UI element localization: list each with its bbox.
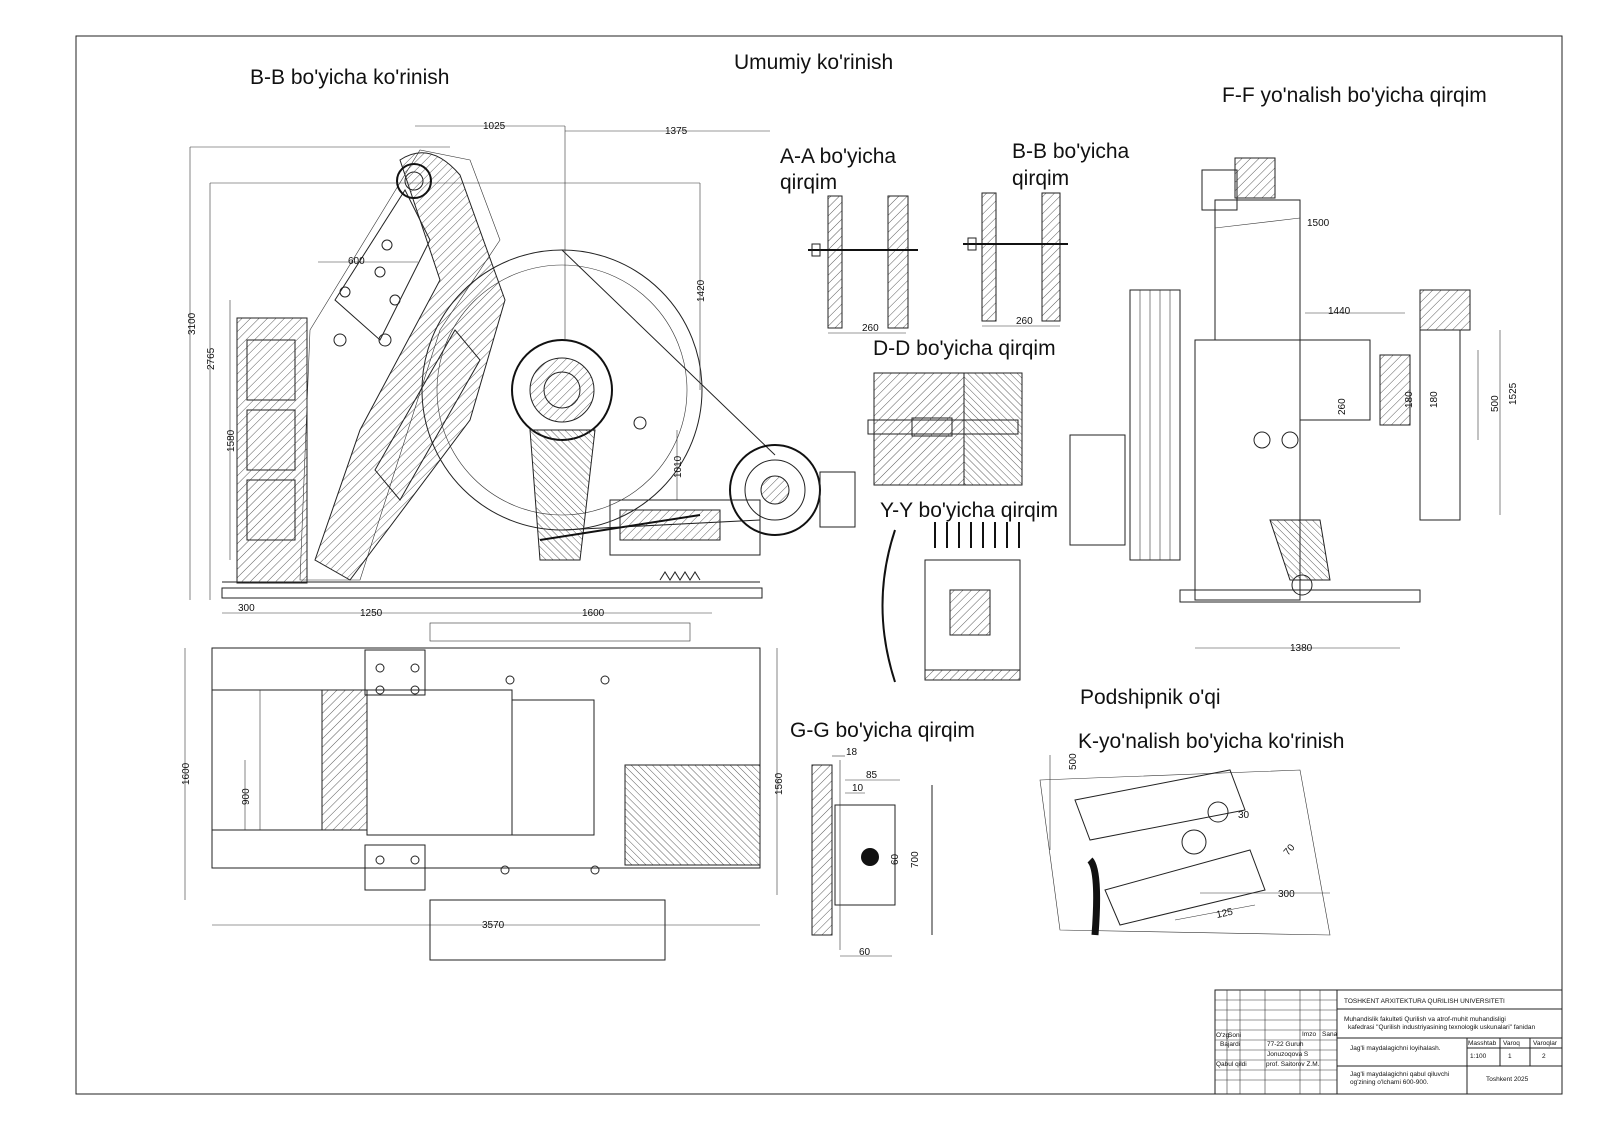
dim-ff-1525: 1525 bbox=[1508, 382, 1519, 405]
tb-project-title: Jag'li maydalagichni loyihalash. bbox=[1350, 1045, 1441, 1052]
tb-scale-label: Masshtab bbox=[1468, 1040, 1497, 1047]
dim-ff-180a: 180 bbox=[1404, 391, 1415, 408]
dim-600: 600 bbox=[348, 256, 365, 267]
tb-col-ozg: O'zg. bbox=[1216, 1032, 1231, 1039]
dim-gg-700: 700 bbox=[910, 851, 921, 868]
title-bb-view: B-B bo'yicha ko'rinish bbox=[250, 66, 449, 89]
dim-1600-v: 1600 bbox=[181, 762, 192, 785]
title-aa-section-line1: A-A bo'yicha bbox=[780, 145, 896, 168]
tb-sheet-value: 1 bbox=[1508, 1053, 1512, 1060]
section-aa: 260 bbox=[808, 195, 918, 334]
dim-gg-10: 10 bbox=[852, 783, 864, 794]
dim-1560: 1560 bbox=[774, 772, 785, 795]
dim-gg-85: 85 bbox=[866, 770, 878, 781]
dim-ff-1500: 1500 bbox=[1307, 218, 1330, 229]
dim-1600-h: 1600 bbox=[582, 608, 605, 619]
title-k-view: K-yo'nalish bo'yicha ko'rinish bbox=[1078, 730, 1345, 753]
dim-1580: 1580 bbox=[226, 429, 237, 452]
dim-3570: 3570 bbox=[482, 920, 505, 931]
dim-gg-18: 18 bbox=[846, 747, 858, 758]
dim-1250: 1250 bbox=[360, 608, 383, 619]
dim-gg-60b: 60 bbox=[859, 947, 871, 958]
dim-ff-500: 500 bbox=[1490, 395, 1501, 412]
dim-ff-1380: 1380 bbox=[1290, 643, 1313, 654]
title-block: TOSHKENT ARXITEKTURA QURILISH UNIVERSITE… bbox=[1214, 989, 1563, 1095]
tb-faculty-line2: kafedrasi "Qurilish industriyasining tex… bbox=[1348, 1024, 1535, 1031]
tb-sheet-label: Varoq bbox=[1503, 1040, 1520, 1047]
title-gg-section: G-G bo'yicha qirqim bbox=[790, 719, 975, 742]
dim-2765: 2765 bbox=[206, 347, 217, 370]
dim-300: 300 bbox=[238, 603, 255, 614]
tb-row2-name: Jonuzoqova S bbox=[1267, 1051, 1309, 1058]
dim-ff-260: 260 bbox=[1337, 398, 1348, 415]
tb-col-soni: Soni bbox=[1228, 1032, 1241, 1039]
section-bb: 260 bbox=[963, 192, 1068, 327]
dim-k-300: 300 bbox=[1278, 889, 1295, 900]
view-k: 500 30 70 300 125 bbox=[1039, 753, 1331, 936]
dim-3100: 3100 bbox=[187, 312, 198, 335]
dim-k-500: 500 bbox=[1068, 753, 1079, 770]
tb-row1-group: 77-22 Guruh bbox=[1267, 1041, 1304, 1048]
tb-row3-label: Qabul qildi bbox=[1216, 1061, 1247, 1068]
title-ff-section: F-F yo'nalish bo'yicha qirqim bbox=[1222, 84, 1487, 107]
dim-k-30: 30 bbox=[1238, 810, 1250, 821]
sheet-frame bbox=[75, 35, 1563, 1095]
main-side-view: 1025 1375 600 300 1250 1600 3100 2765 15… bbox=[187, 121, 856, 619]
dim-bb-260: 260 bbox=[1016, 316, 1033, 327]
title-bearing-axis: Podshipnik o'qi bbox=[1080, 686, 1221, 709]
dim-1375: 1375 bbox=[665, 126, 688, 137]
dim-1025: 1025 bbox=[483, 121, 506, 132]
section-ff: 1500 1440 260 180 180 500 1525 1380 bbox=[1069, 157, 1519, 654]
title-bb-section-line1: B-B bo'yicha bbox=[1012, 140, 1130, 163]
plan-view: 1600 900 1560 3570 bbox=[181, 622, 785, 961]
dim-1420: 1420 bbox=[696, 279, 707, 302]
dim-gg-60: 60 bbox=[890, 853, 901, 865]
dim-ff-180b: 180 bbox=[1429, 391, 1440, 408]
tb-subject-line2: og'zining o'lchami 600-900. bbox=[1350, 1079, 1429, 1086]
tb-col-sana: Sana bbox=[1322, 1031, 1338, 1038]
tb-row1-label: Bajardi bbox=[1220, 1041, 1240, 1048]
dim-1010: 1010 bbox=[673, 455, 684, 478]
tb-row3-name: prof. Saitorov Z.M. bbox=[1266, 1061, 1320, 1068]
dim-900: 900 bbox=[241, 788, 252, 805]
title-yy-section: Y-Y bo'yicha qirqim bbox=[880, 499, 1058, 522]
title-general-view: Umumiy ko'rinish bbox=[734, 51, 893, 74]
title-dd-section: D-D bo'yicha qirqim bbox=[873, 337, 1056, 360]
tb-subject-line1: Jag'li maydalagichni qabul qiluvchi bbox=[1350, 1071, 1449, 1078]
dim-k-125: 125 bbox=[1215, 907, 1234, 921]
tb-scale-value: 1:100 bbox=[1470, 1053, 1487, 1060]
tb-sheets-label: Varoqlar bbox=[1533, 1040, 1558, 1047]
tb-col-imzo: Imzo bbox=[1302, 1031, 1316, 1038]
tb-faculty-line1: Muhandislik fakulteti Qurilish va atrof-… bbox=[1344, 1016, 1506, 1023]
tb-sheets-value: 2 bbox=[1542, 1053, 1546, 1060]
title-bb-section-line2: qirqim bbox=[1012, 167, 1069, 190]
dim-aa-260: 260 bbox=[862, 323, 879, 334]
section-yy bbox=[881, 522, 1021, 683]
section-gg: 18 85 10 60 700 60 bbox=[811, 747, 933, 958]
dim-k-70: 70 bbox=[1282, 842, 1298, 858]
dim-ff-1440: 1440 bbox=[1328, 306, 1351, 317]
section-dd bbox=[867, 372, 1023, 486]
tb-university: TOSHKENT ARXITEKTURA QURILISH UNIVERSITE… bbox=[1344, 998, 1505, 1005]
tb-city-year: Toshkent 2025 bbox=[1486, 1076, 1529, 1083]
title-aa-section-line2: qirqim bbox=[780, 171, 837, 194]
